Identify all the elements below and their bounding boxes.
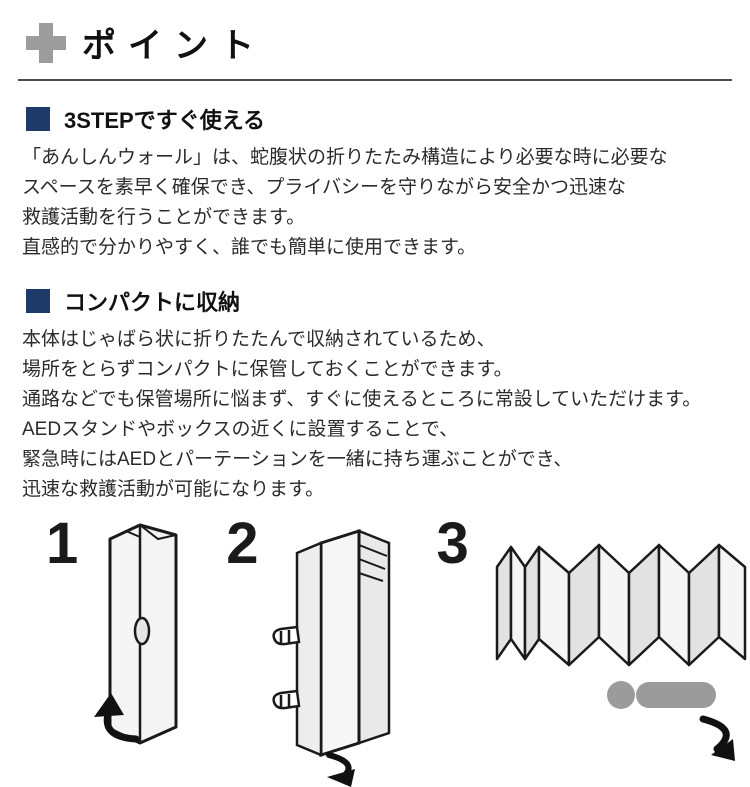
person-silhouette bbox=[606, 681, 716, 709]
section-heading-2: コンパクトに収納 bbox=[26, 285, 750, 317]
text-line: AEDスタンドやボックスの近くに設置することで、 bbox=[22, 419, 459, 440]
blue-square-icon bbox=[26, 107, 50, 131]
step-number: 3 bbox=[436, 511, 469, 576]
text-line: 場所をとらずコンパクトに保管しておくことができます。 bbox=[22, 359, 513, 380]
hand-icon bbox=[271, 689, 300, 710]
page-header: ポイント bbox=[0, 0, 750, 75]
text-line: 直感的で分かりやすく、誰でも簡単に使用できます。 bbox=[22, 237, 477, 258]
deployed-partition-illustration bbox=[495, 543, 747, 761]
hand-icon bbox=[271, 625, 300, 646]
text-line: 本体はじゃばら状に折りたたんで収納されているため、 bbox=[22, 329, 496, 350]
header-divider bbox=[18, 79, 732, 81]
curved-arrow-icon bbox=[94, 693, 140, 743]
text-line: スペースを素早く確保でき、プライバシーを守りながら安全かつ迅速な bbox=[22, 177, 627, 198]
section-title-1: 3STEPですぐ使える bbox=[64, 108, 266, 133]
section-1-paragraph: 「あんしんウォール」は、蛇腹状の折りたたみ構造により必要な時に必要な スペースを… bbox=[22, 143, 750, 263]
accordion-wall bbox=[495, 543, 747, 667]
step-1: 1 bbox=[46, 515, 202, 753]
steps-illustration-row: 1 2 bbox=[0, 515, 750, 787]
text-line: 迅速な救護活動が可能になります。 bbox=[22, 479, 325, 500]
text-line: 救護活動を行うことができます。 bbox=[22, 207, 306, 228]
section-2-paragraph: 本体はじゃばら状に折りたたんで収納されているため、 場所をとらずコンパクトに保管… bbox=[22, 325, 750, 505]
text-line: 通路などでも保管場所に悩まず、すぐに使えるところに常設していただけます。 bbox=[22, 389, 702, 410]
section-heading-1: 3STEPですぐ使える bbox=[26, 103, 750, 135]
page-title: ポイント bbox=[82, 27, 266, 65]
curved-arrow-icon bbox=[325, 752, 355, 787]
curved-arrow-icon bbox=[699, 715, 735, 761]
latch-handle bbox=[134, 616, 151, 646]
plus-icon bbox=[26, 22, 66, 63]
text-line: 緊急時にはAEDとパーテーションを一緒に持ち運ぶことができ、 bbox=[22, 449, 573, 470]
step-2: 2 bbox=[226, 515, 412, 787]
folded-partition-illustration bbox=[94, 523, 178, 745]
unfolding-partition-illustration bbox=[271, 528, 390, 787]
step-number: 2 bbox=[226, 511, 259, 576]
text-line: 「あんしんウォール」は、蛇腹状の折りたたみ構造により必要な時に必要な bbox=[22, 147, 668, 168]
section-title-2: コンパクトに収納 bbox=[64, 290, 241, 315]
step-3: 3 bbox=[437, 515, 750, 761]
step-number: 1 bbox=[46, 511, 79, 576]
blue-square-icon bbox=[26, 289, 50, 313]
